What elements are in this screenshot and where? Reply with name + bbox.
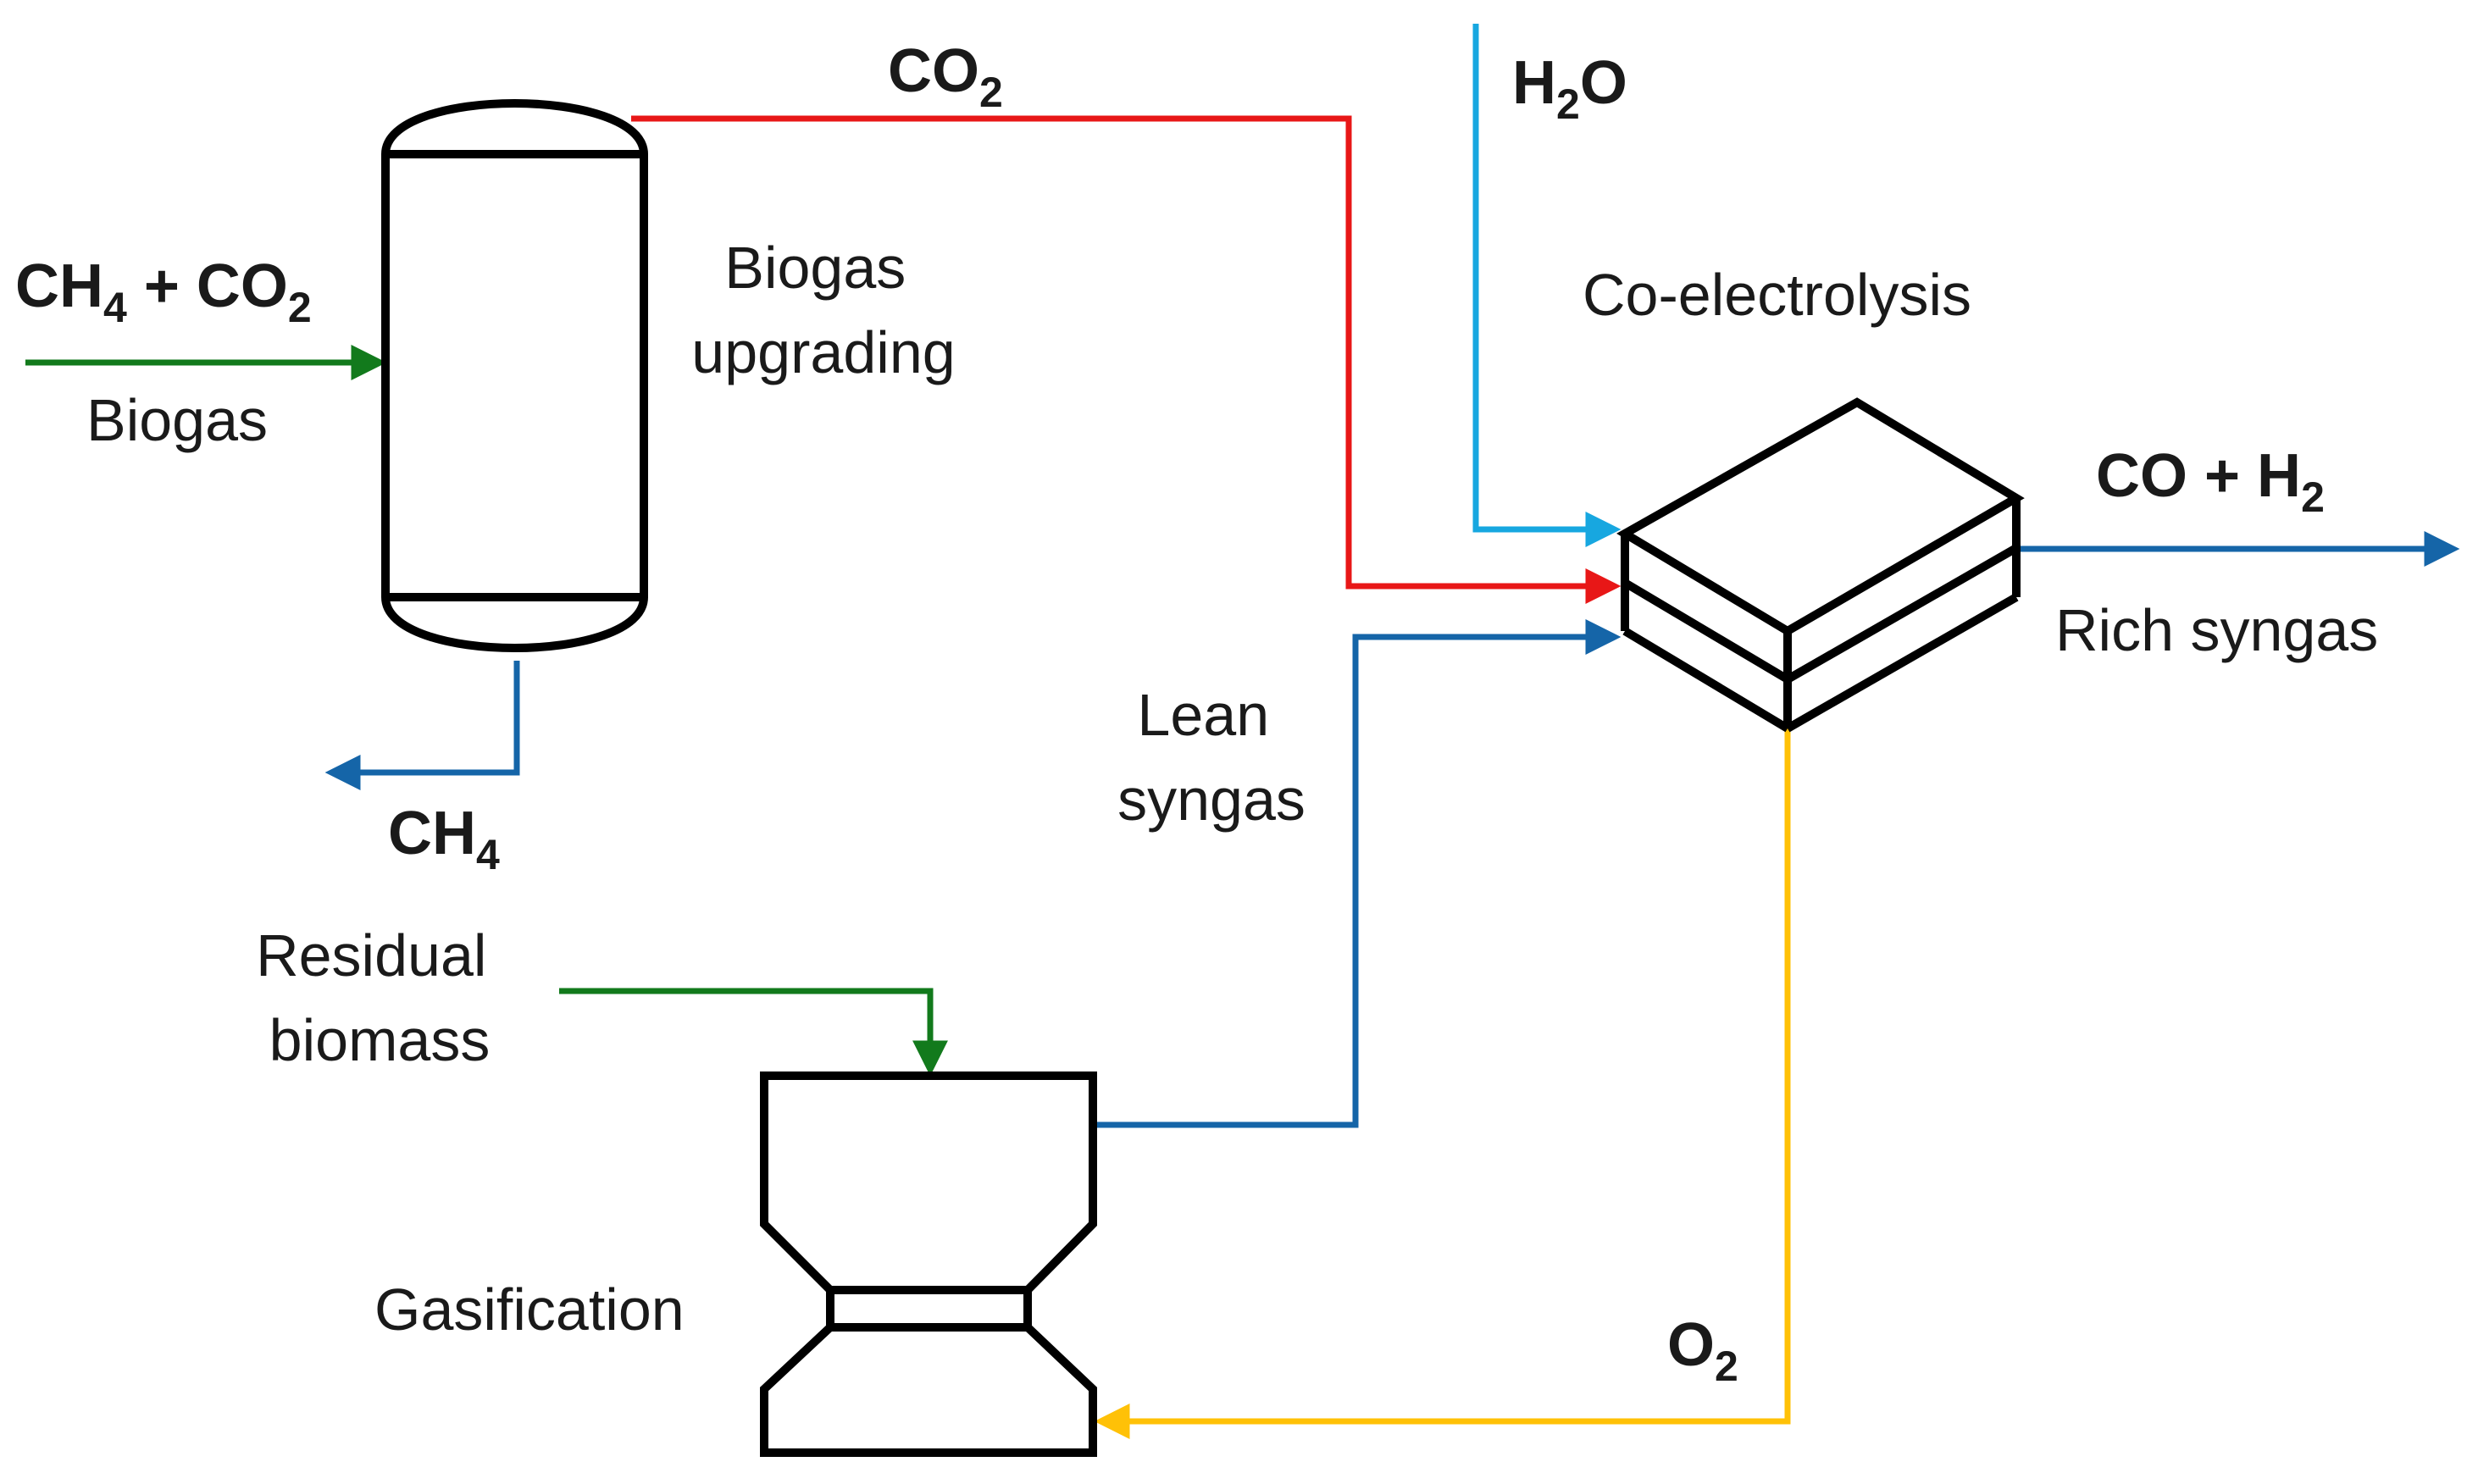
formula-part: CO + H	[2096, 442, 2301, 510]
formula-part: + CO	[127, 252, 288, 320]
formula-part: CH	[15, 252, 103, 320]
ch4-product-stream	[324, 661, 520, 790]
h2o-formula: H2O	[1512, 49, 1627, 128]
formula-part: CO	[888, 37, 979, 105]
residual-biomass-stream	[559, 988, 948, 1077]
formula-subscript: 2	[2301, 473, 2325, 521]
rich-syngas-formula: CO + H2	[2096, 442, 2325, 521]
biogas-upgrading-label-line1: Biogas	[724, 235, 906, 301]
co-electrolysis-label: Co-electrolysis	[1583, 262, 1971, 328]
co2-stream	[631, 115, 1622, 604]
residual-biomass-label-line2: biomass	[269, 1007, 491, 1073]
formula-part: O	[1580, 49, 1627, 117]
formula-subscript: 2	[979, 69, 1003, 116]
formula-subscript: 2	[1556, 80, 1580, 128]
o2-stream	[1094, 728, 1791, 1439]
biogas-upgrading-label-line2: upgrading	[691, 319, 955, 385]
formula-subscript: 2	[288, 284, 312, 331]
h2o-stream	[1472, 24, 1622, 547]
formula-subscript: 4	[103, 284, 127, 331]
formula-part: H	[1512, 49, 1556, 117]
residual-biomass-label: Residual biomass	[256, 922, 503, 1073]
biogas-feed-label: Biogas	[86, 387, 268, 453]
rich-syngas-label: Rich syngas	[2055, 597, 2378, 663]
biogas-feed-formula: CH4 + CO2	[15, 252, 312, 331]
lean-syngas-label-line1: Lean	[1137, 682, 1269, 748]
formula-part: CH	[388, 800, 476, 867]
biogas-upgrading-vessel	[381, 99, 648, 652]
lean-syngas-stream	[1093, 619, 1622, 1128]
gasifier-unit	[760, 1071, 1097, 1457]
formula-subscript: 2	[1715, 1343, 1738, 1390]
lean-syngas-label: Lean syngas	[1117, 682, 1306, 833]
o2-formula: O2	[1667, 1311, 1738, 1390]
formula-part: O	[1667, 1311, 1715, 1379]
co-electrolysis-stack	[1616, 397, 2025, 733]
co2-formula: CO2	[888, 37, 1003, 116]
biogas-upgrading-label: Biogas upgrading	[691, 235, 955, 385]
residual-biomass-label-line1: Residual	[256, 922, 486, 988]
ch4-product-formula: CH4	[388, 800, 500, 878]
formula-subscript: 4	[476, 831, 500, 878]
gasification-label: Gasification	[374, 1276, 685, 1343]
lean-syngas-label-line2: syngas	[1117, 767, 1306, 833]
